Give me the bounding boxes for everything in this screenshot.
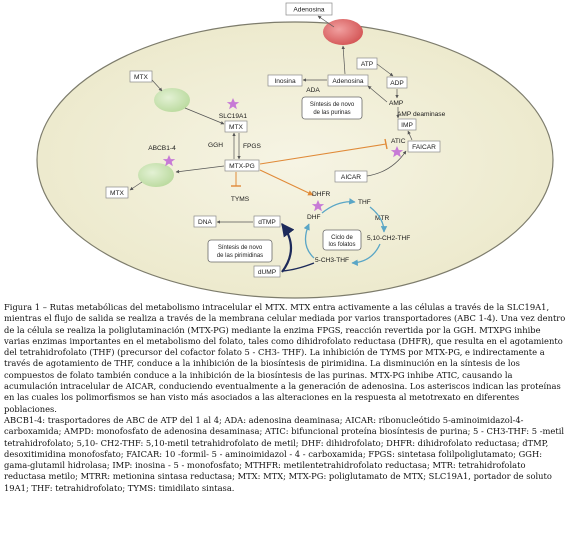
faicar-box bbox=[407, 140, 441, 153]
dhf-thf-arrow bbox=[321, 198, 356, 214]
adenosina-out-box bbox=[285, 2, 333, 16]
dhfr-label: DHFR bbox=[312, 191, 331, 198]
adenosina-in-label: Adenosina bbox=[332, 78, 363, 85]
dump-label: dUMP bbox=[258, 269, 277, 276]
ada-label: ADA bbox=[306, 87, 320, 94]
dtmp-label: dTMP bbox=[258, 219, 276, 226]
amp-label: AMP bbox=[389, 100, 404, 107]
pirimidinas-title: Síntesis de novo de las pirimidinas bbox=[217, 245, 263, 259]
mtx-top-box bbox=[129, 70, 153, 83]
abcb-transporter-green bbox=[138, 163, 174, 187]
aicar-faicar-arrow bbox=[366, 150, 407, 177]
fpgs-label: FPGS bbox=[243, 143, 262, 150]
adp-box bbox=[386, 76, 408, 89]
tyms-label: TYMS bbox=[231, 196, 250, 203]
mtx-top-label: MTX bbox=[134, 74, 149, 81]
methyl-dhf-arrow bbox=[303, 223, 315, 259]
imp-label: IMP bbox=[401, 122, 413, 129]
pirimidinas-box bbox=[207, 239, 273, 263]
mtx-in-label: MTX bbox=[229, 124, 244, 131]
purinas-title: Síntesis de novo de las purinas bbox=[310, 102, 355, 116]
purinas-title-text: Síntesis de novo bbox=[310, 102, 355, 108]
cell-membrane bbox=[36, 21, 554, 299]
dump-box bbox=[253, 265, 281, 278]
abcb-label: ABCB1-4 bbox=[148, 145, 176, 152]
folate-cycle-text: Ciclo de bbox=[331, 235, 353, 241]
dna-label: DNA bbox=[198, 219, 213, 226]
efflux-transporter-green-top bbox=[154, 88, 190, 112]
methyl-dump-arrow bbox=[281, 262, 315, 272]
adenosina-to-out-arrow bbox=[341, 45, 346, 75]
faicar-label: FAICAR bbox=[412, 144, 436, 151]
adp-label: ADP bbox=[390, 80, 404, 87]
atic-label: ATIC bbox=[391, 138, 406, 145]
ampd-label: AMP deaminase bbox=[397, 111, 446, 118]
atic-inhibition-bar bbox=[384, 138, 388, 150]
folate-cycle-text-line2: los folatos bbox=[328, 242, 355, 248]
thf-methylene-arrow bbox=[369, 206, 388, 233]
mtx-left-label: MTX bbox=[110, 190, 125, 197]
thf-label: THF bbox=[358, 199, 371, 206]
ggh-label: GGH bbox=[208, 142, 223, 149]
mtx-pathway-diagram: Adenosina MTX MTX SLC19A1 MTX GGH FPGS M… bbox=[36, 2, 554, 299]
aicar-box bbox=[334, 170, 368, 183]
mtx-efflux-arrow bbox=[129, 181, 143, 191]
atp-adp-arrow bbox=[376, 63, 394, 77]
mtxpg-efflux-arrow bbox=[175, 165, 225, 174]
atic-inhibition bbox=[259, 143, 387, 165]
folate-cycle-box bbox=[322, 229, 362, 251]
faicar-imp-arrow bbox=[407, 130, 413, 141]
purinas-box bbox=[301, 96, 363, 120]
adenosina-out-label: Adenosina bbox=[293, 7, 324, 14]
slc19a1-label: SLC19A1 bbox=[219, 113, 248, 120]
aicar-label: AICAR bbox=[341, 174, 361, 181]
atp-box bbox=[356, 57, 378, 70]
mtr-label: MTR bbox=[375, 215, 390, 222]
mtxpg-label: MTX-PG bbox=[229, 163, 255, 170]
methylene-methyl-arrow bbox=[351, 243, 381, 266]
methylene-thf-label: 5,10-CH2-THF bbox=[367, 235, 410, 242]
pirimidinas-title-text-line2: de las pirimidinas bbox=[217, 253, 263, 259]
mtx-influx-arrow-outside bbox=[151, 79, 163, 92]
mtx-left-box bbox=[105, 186, 129, 199]
dhfr-inhibition-arrow bbox=[259, 169, 314, 196]
amp-adenosina-arrow bbox=[367, 85, 388, 103]
imp-box bbox=[397, 118, 417, 131]
caption-main: Figura 1 – Rutas metabólicas del metabol… bbox=[4, 302, 566, 414]
dhf-label: DHF bbox=[307, 214, 321, 221]
pirimidinas-title-text: Síntesis de novo bbox=[218, 245, 263, 251]
atp-label: ATP bbox=[361, 61, 374, 68]
adenosina-in-box bbox=[327, 74, 369, 87]
adenosina-efflux-arrow bbox=[317, 15, 335, 28]
inosina-box bbox=[267, 74, 303, 87]
pyrimidine-cycle-arrow bbox=[281, 222, 295, 273]
purinas-title-text-line2: de las purinas bbox=[313, 110, 350, 116]
mtxpg-box bbox=[224, 159, 260, 172]
inosina-label: Inosina bbox=[274, 78, 296, 85]
efflux-transporter-red bbox=[323, 19, 363, 45]
dtmp-box bbox=[253, 215, 281, 228]
mtx-in-box bbox=[224, 120, 248, 133]
figure-caption: Figura 1 – Rutas metabólicas del metabol… bbox=[4, 302, 568, 494]
dna-box bbox=[193, 215, 217, 228]
mtx-influx-arrow-inside bbox=[184, 107, 225, 125]
methyl-thf-label: 5-CH3-THF bbox=[315, 257, 349, 264]
caption-abbreviations: ABCB1-4: trasportadores de ABC de ATP de… bbox=[4, 414, 565, 493]
